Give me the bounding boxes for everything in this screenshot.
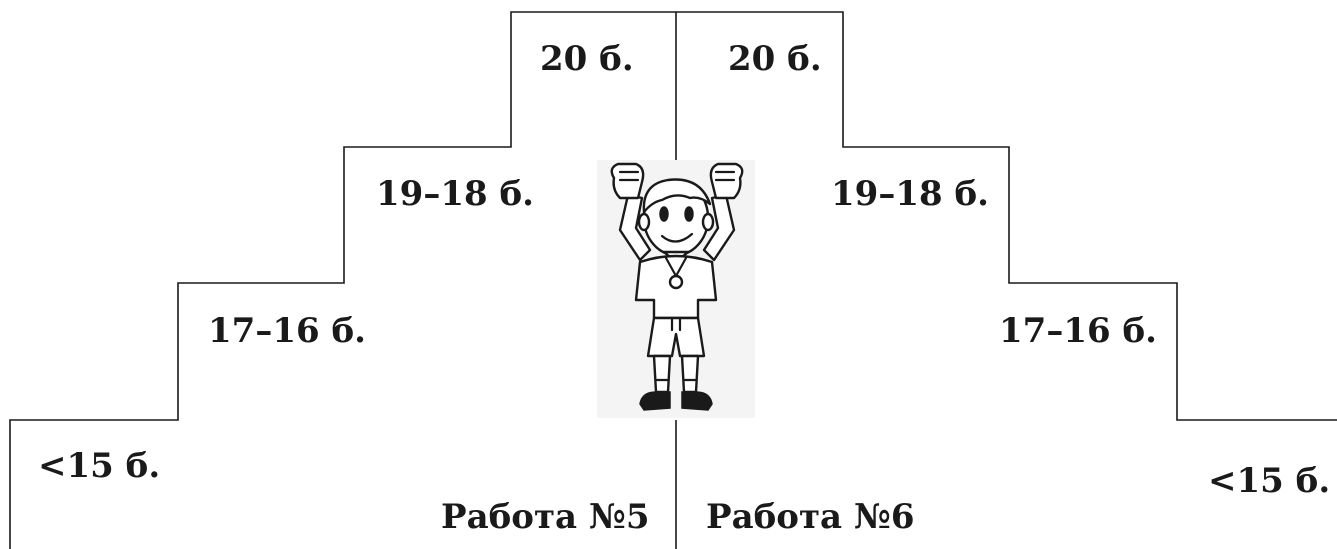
left-step-label-17-16: 17–16 б. — [208, 311, 366, 351]
left-step-label-lt15: <15 б. — [38, 446, 160, 486]
right-staircase-outline — [676, 11, 1337, 421]
left-staircase-outline — [9, 11, 677, 549]
right-step-label-20: 20 б. — [728, 39, 822, 79]
right-step-label-19-18: 19–18 б. — [831, 174, 989, 214]
right-step-label-17-16: 17–16 б. — [999, 311, 1157, 351]
left-step-label-19-18: 19–18 б. — [376, 174, 534, 214]
left-work-title: Работа №5 — [441, 497, 650, 537]
cheering-boy-icon — [597, 160, 755, 418]
right-step-label-lt15: <15 б. — [1208, 461, 1330, 501]
left-step-label-20: 20 б. — [540, 39, 634, 79]
right-work-title: Работа №6 — [706, 497, 915, 537]
